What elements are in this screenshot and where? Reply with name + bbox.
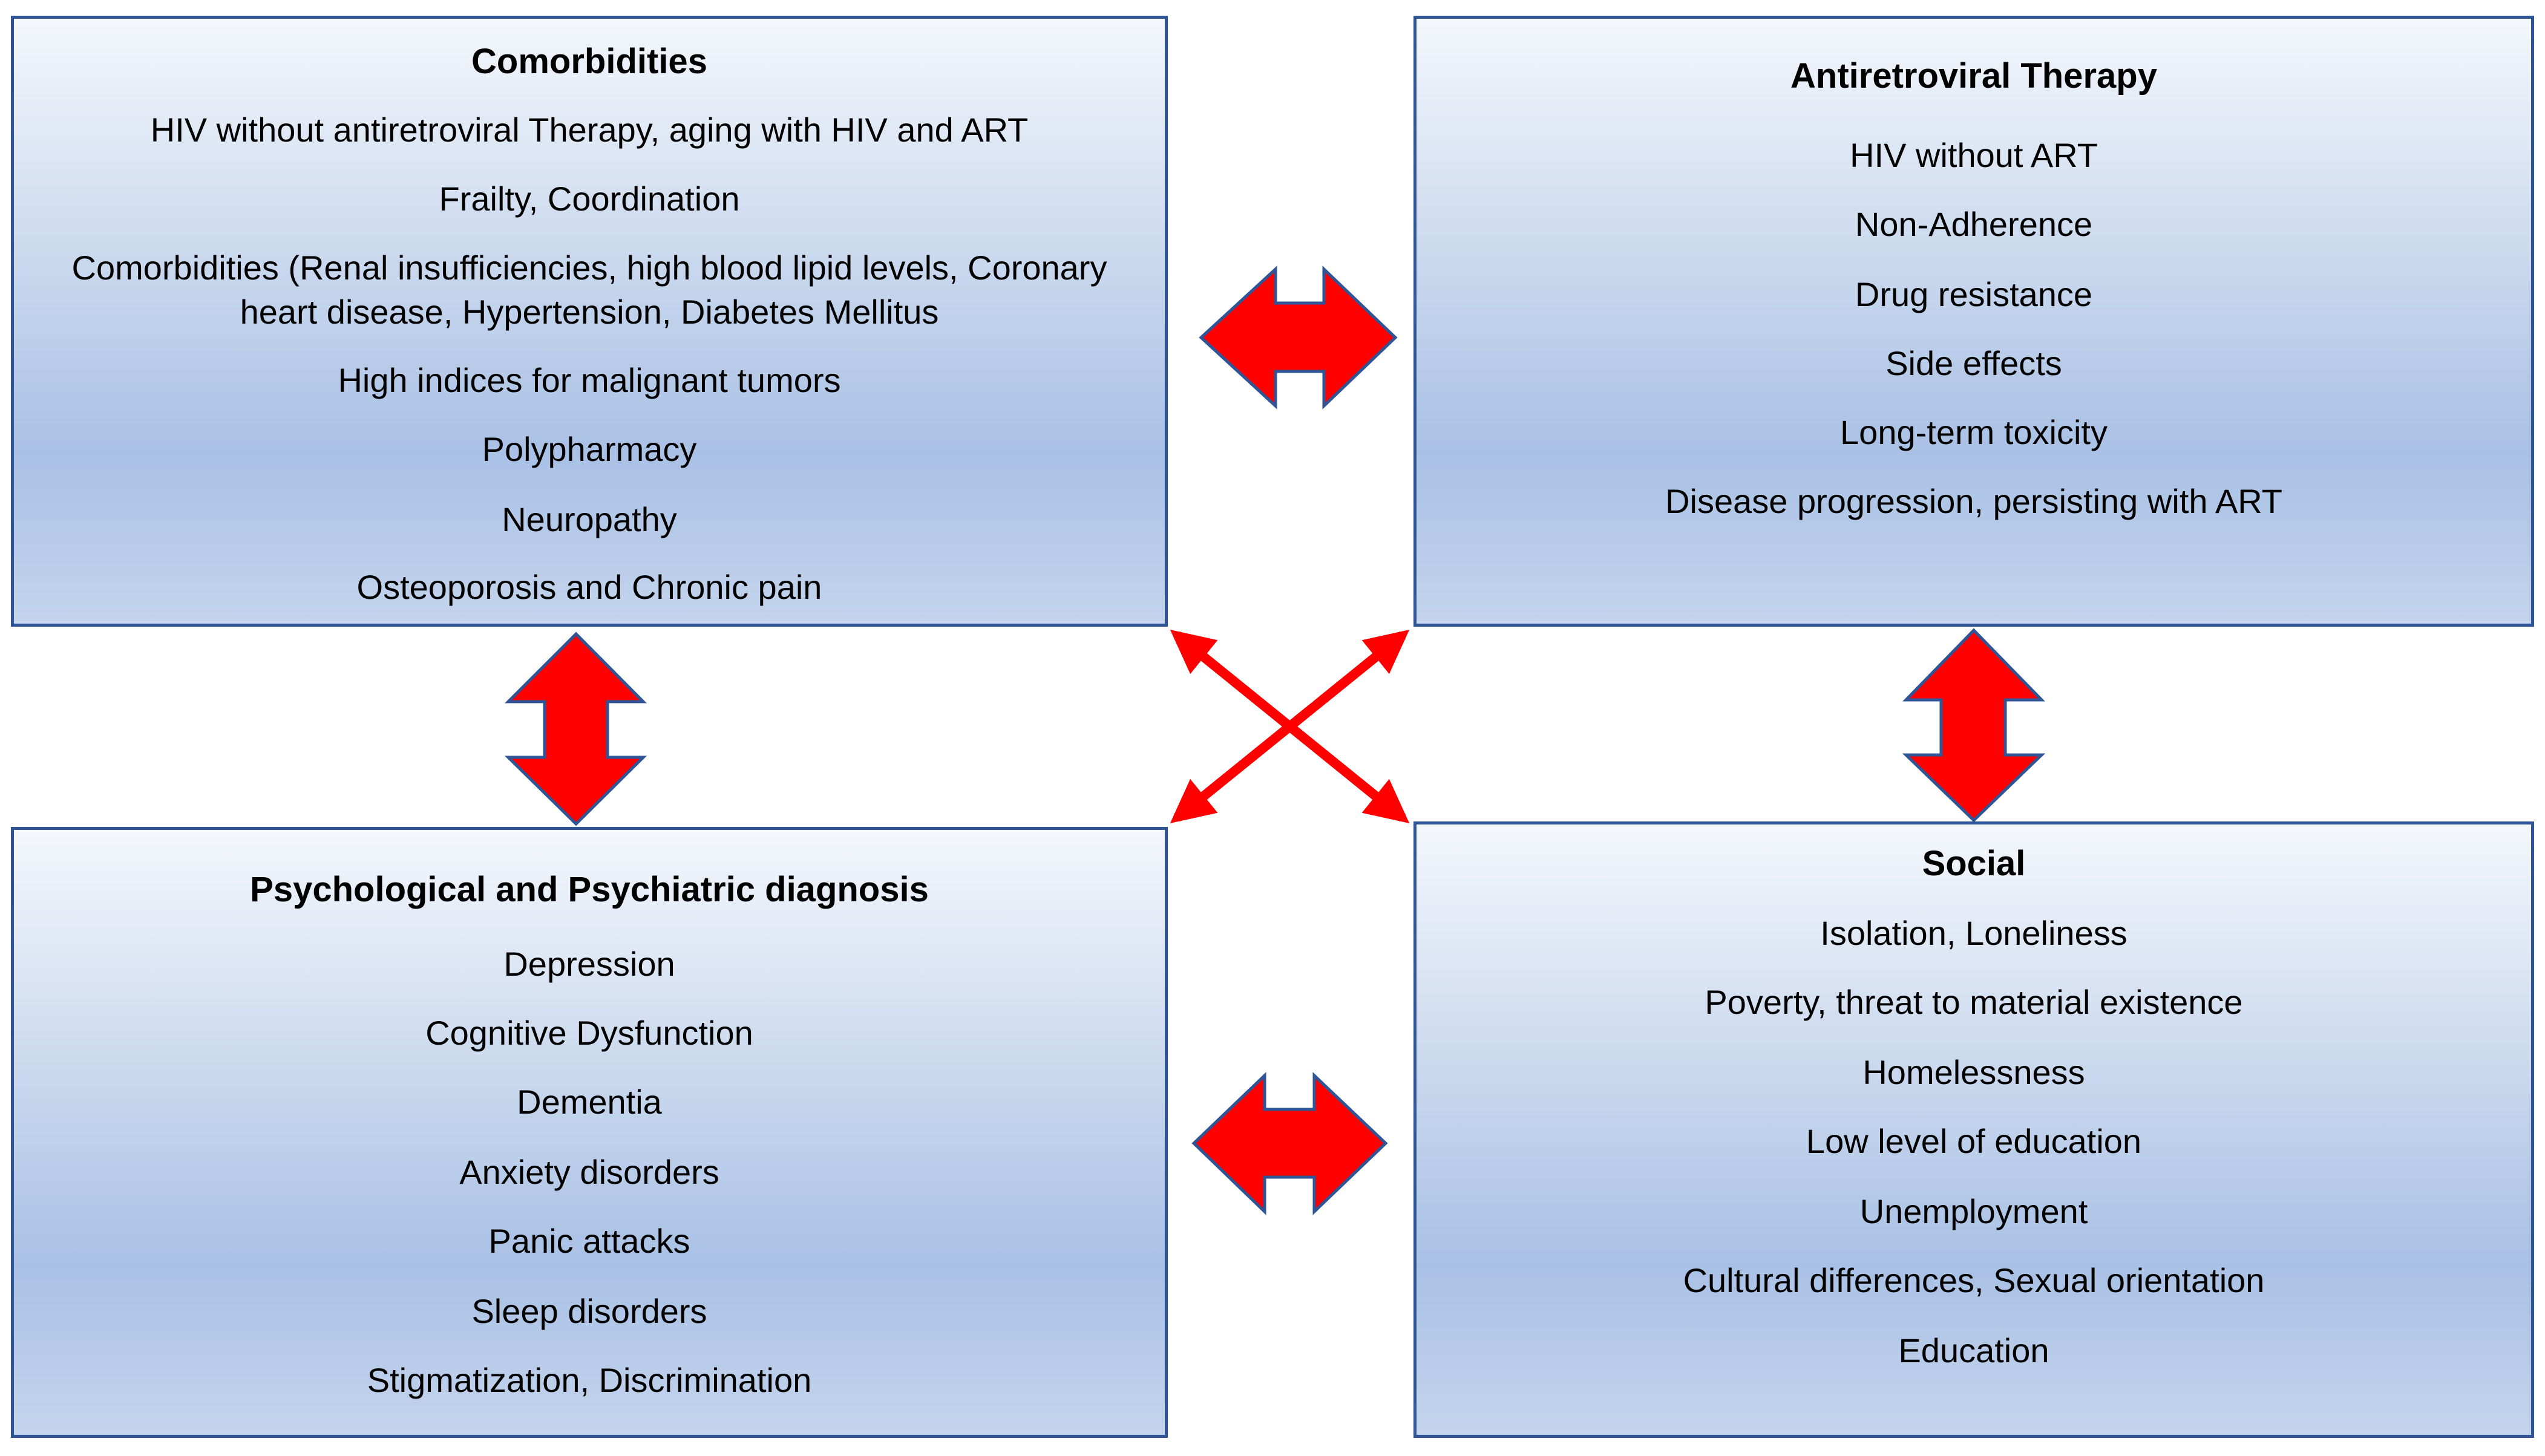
psychological-diagnosis-item: Anxiety disorders: [459, 1153, 719, 1191]
antiretroviral-therapy-item: Drug resistance: [1855, 275, 2093, 313]
antiretroviral-therapy-box: Antiretroviral Therapy HIV without ART N…: [1413, 16, 2534, 627]
comorbidities-title: Comorbidities: [471, 42, 707, 81]
social-item: Homelessness: [1862, 1053, 2085, 1091]
psychological-diagnosis-item: Panic attacks: [488, 1222, 690, 1260]
social-item: Unemployment: [1859, 1192, 2088, 1230]
psychological-diagnosis-item: Cognitive Dysfunction: [425, 1014, 753, 1052]
comorbidities-box: Comorbidities HIV without antiretroviral…: [11, 16, 1168, 627]
antiretroviral-therapy-title: Antiretroviral Therapy: [1790, 56, 2157, 96]
double-arrow-top-horizontal: [1199, 266, 1398, 410]
psychological-diagnosis-item: Stigmatization, Discrimination: [367, 1361, 812, 1399]
comorbidities-item: Osteoporosis and Chronic pain: [356, 568, 822, 606]
social-item: Isolation, Loneliness: [1820, 914, 2127, 952]
double-arrow-left-vertical: [504, 632, 647, 826]
antiretroviral-therapy-item: Side effects: [1885, 344, 2062, 382]
social-item: Education: [1898, 1331, 2049, 1369]
psychological-diagnosis-item: Sleep disorders: [471, 1292, 707, 1330]
social-item: Poverty, threat to material existence: [1705, 983, 2243, 1021]
antiretroviral-therapy-item: HIV without ART: [1850, 136, 2098, 174]
psychological-diagnosis-box: Psychological and Psychiatric diagnosis …: [11, 827, 1168, 1438]
psychological-diagnosis-item: Depression: [503, 945, 675, 983]
antiretroviral-therapy-item: Long-term toxicity: [1840, 413, 2108, 451]
social-box: Social Isolation, Loneliness Poverty, th…: [1413, 821, 2534, 1438]
antiretroviral-therapy-item: Disease progression, persisting with ART: [1665, 482, 2282, 520]
comorbidities-item: Polypharmacy: [482, 430, 697, 468]
psychological-diagnosis-title: Psychological and Psychiatric diagnosis: [250, 870, 929, 909]
comorbidities-item: High indices for malignant tumors: [338, 361, 841, 399]
social-item: Low level of education: [1806, 1122, 2142, 1160]
comorbidities-item: Comorbidities (Renal insufficiencies, hi…: [71, 249, 1107, 331]
antiretroviral-therapy-item: Non-Adherence: [1855, 205, 2093, 243]
psychological-diagnosis-item: Dementia: [517, 1083, 662, 1121]
comorbidities-item: HIV without antiretroviral Therapy, agin…: [150, 111, 1029, 149]
social-item: Cultural differences, Sexual orientation: [1683, 1261, 2265, 1299]
diagonal-arrow-topright-bottomleft: [1170, 629, 1410, 824]
comorbidities-item: Frailty, Coordination: [439, 180, 740, 218]
social-title: Social: [1922, 844, 2026, 883]
double-arrow-right-vertical: [1902, 628, 2046, 823]
comorbidities-item: Neuropathy: [502, 500, 677, 538]
double-arrow-bottom-horizontal: [1191, 1072, 1388, 1215]
